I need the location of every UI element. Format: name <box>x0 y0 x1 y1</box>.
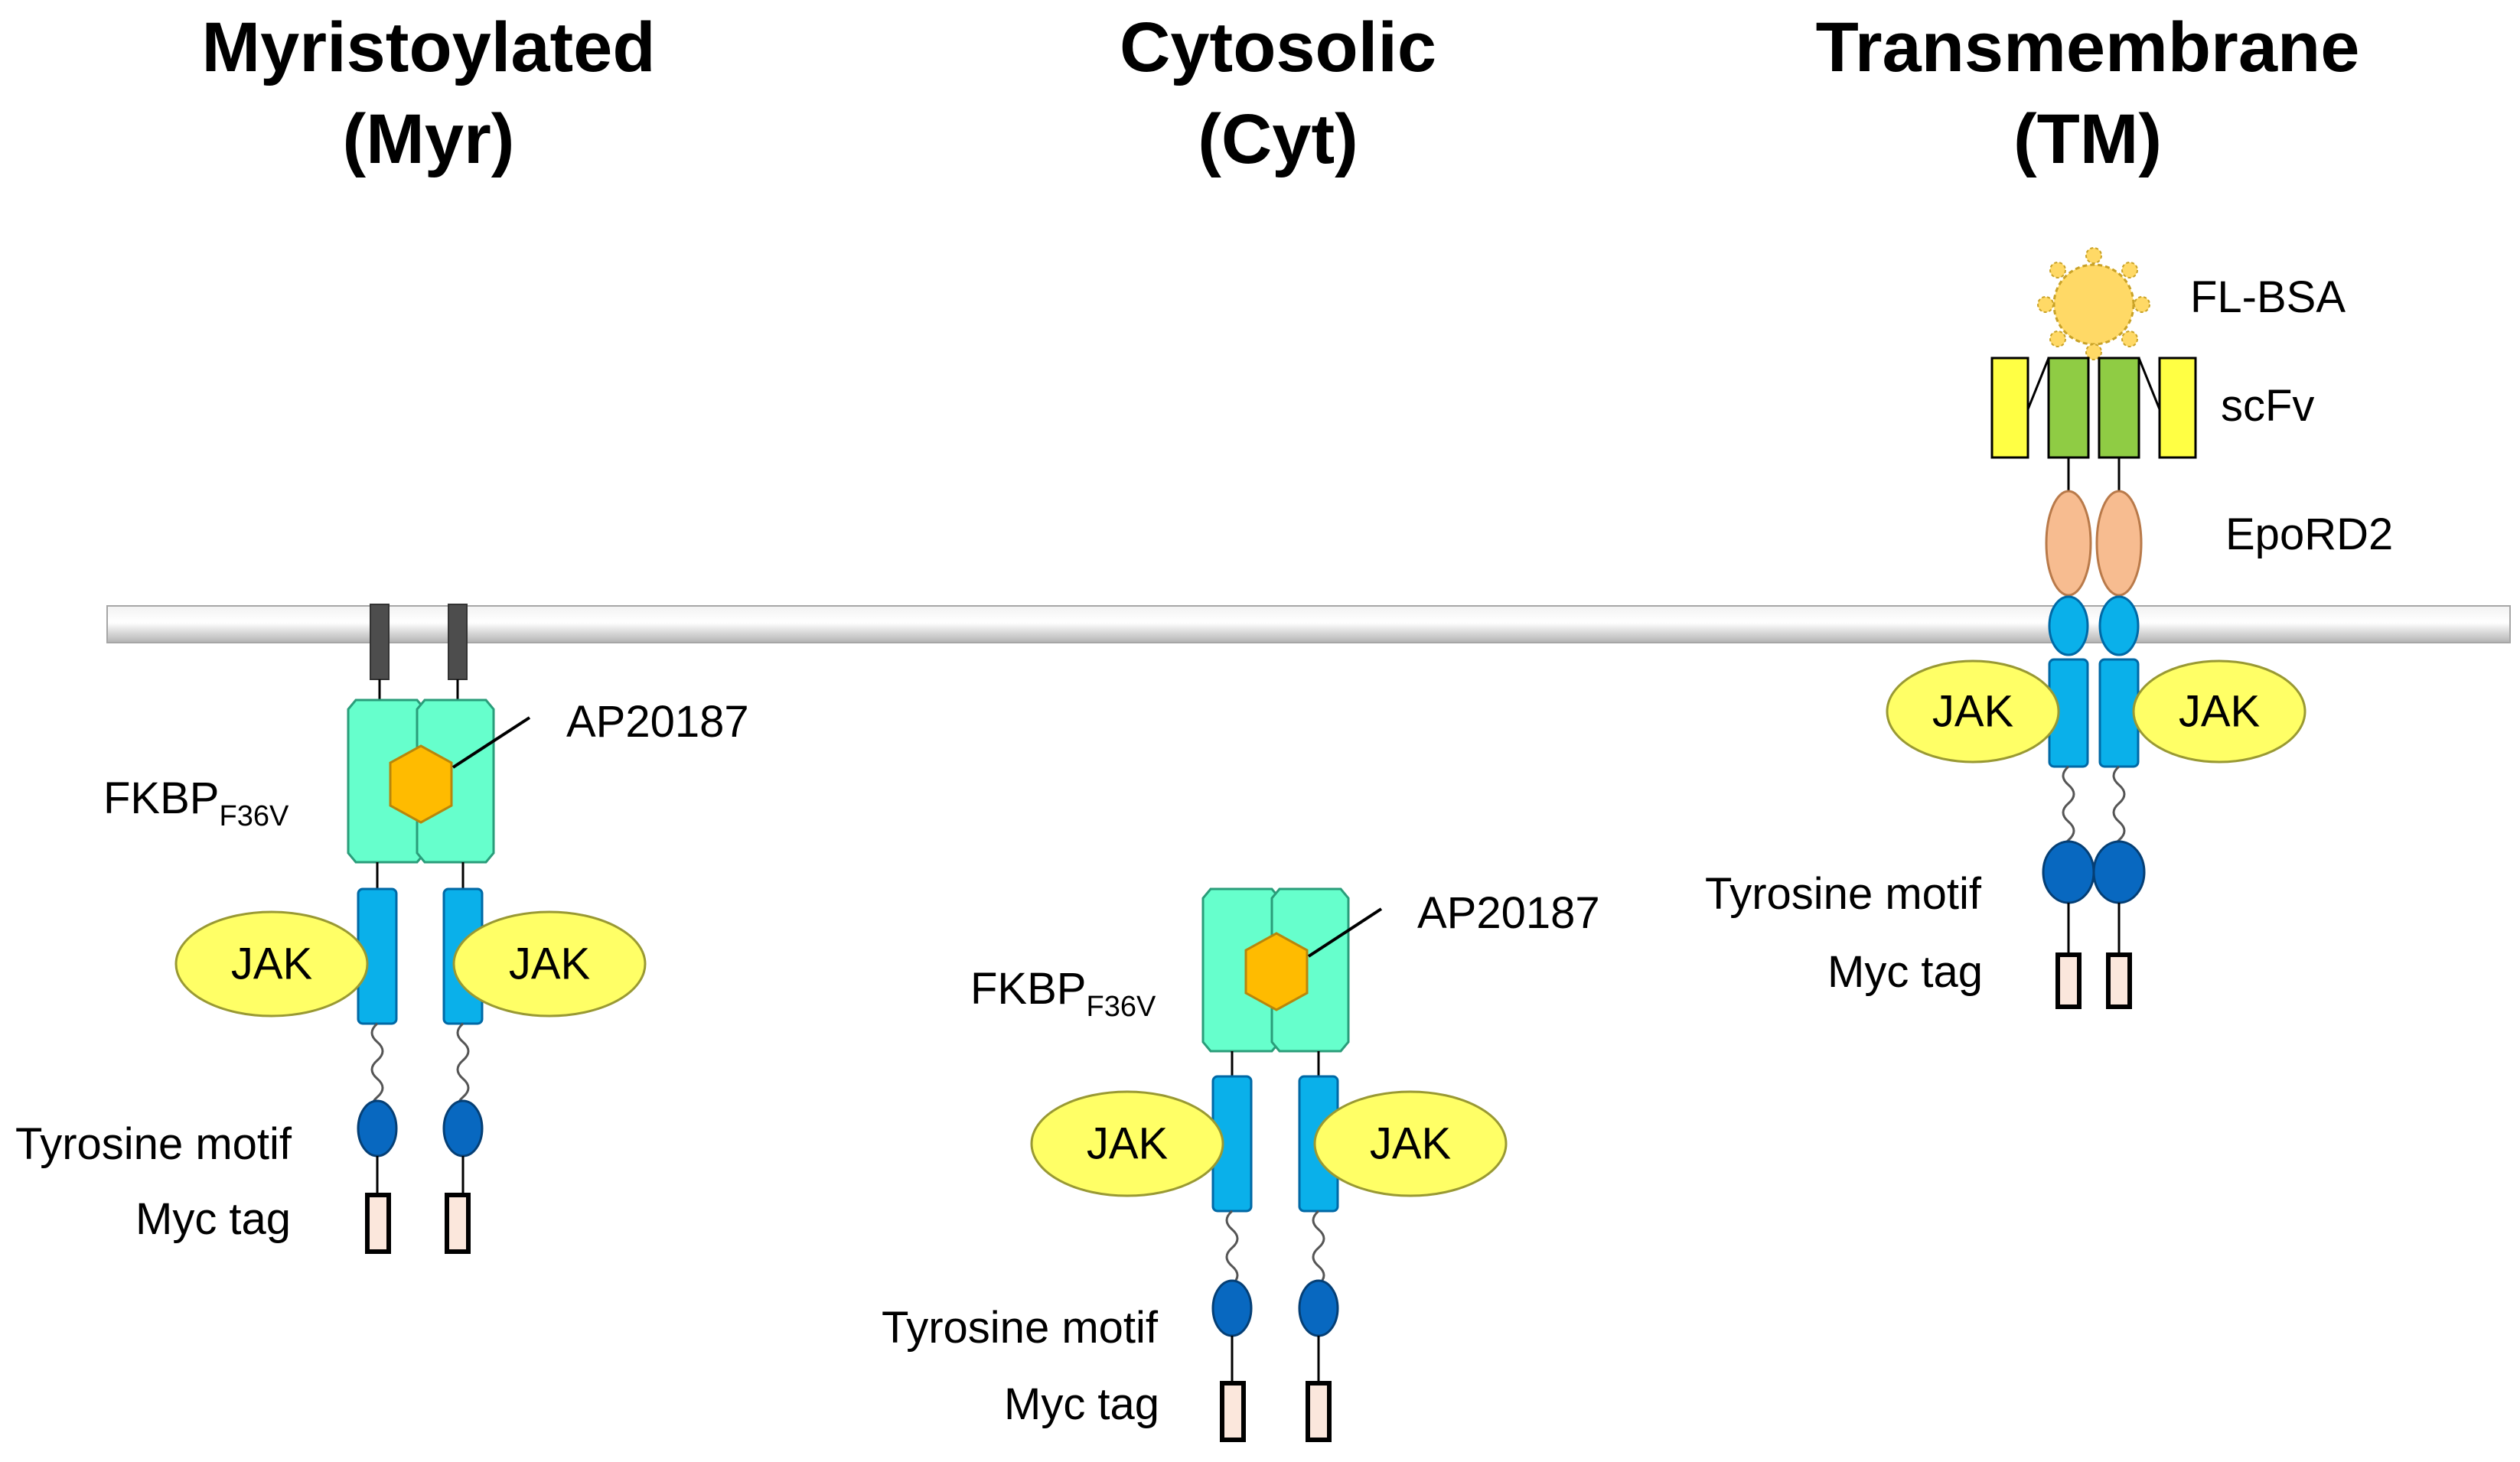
tm-receptor-right <box>2098 658 2140 768</box>
tm-jak-right-label: JAK <box>2179 687 2261 737</box>
myr-anchor-left <box>370 604 390 680</box>
tm-tmd-left <box>2048 595 2089 656</box>
title-cyt: Cytosolic (Cyt) <box>1120 8 1436 178</box>
cyt-fkbp-label: FKBPF36V <box>970 964 1156 1023</box>
cyt-ap20187-drug <box>1244 932 1309 1011</box>
myr-fkbp-main: FKBP <box>103 773 220 823</box>
cyt-tyrosine-left <box>1211 1279 1253 1337</box>
tm-myc-left <box>2055 952 2082 1009</box>
title-tm-line2: (TM) <box>2013 100 2162 178</box>
tm-myc-label: Myc tag <box>1827 947 1983 997</box>
tm-epord2-right <box>2095 490 2143 597</box>
tm-scfv-label: scFv <box>2221 381 2314 431</box>
cyt-fkbp-main: FKBP <box>970 964 1087 1014</box>
myr-myc-left <box>365 1193 391 1254</box>
myr-myc-right <box>445 1193 471 1254</box>
tm-tmd-right <box>2098 595 2140 656</box>
myr-tyrosine-right <box>442 1099 484 1158</box>
cyt-myc-left <box>1220 1381 1246 1442</box>
cyt-jak-right <box>1313 1090 1508 1197</box>
tm-tyrosine-label: Tyrosine motif <box>1705 869 1982 919</box>
tm-fl-bsa <box>2037 247 2150 360</box>
tm-scfv-inner-left <box>2047 357 2090 459</box>
tm-epord2-label: EpoRD2 <box>2225 510 2393 559</box>
cyt-tyrosine-right <box>1298 1279 1339 1337</box>
title-myr: Myristoylated (Myr) <box>201 8 655 178</box>
title-myr-line2: (Myr) <box>343 100 515 178</box>
myr-fkbp-sub: F36V <box>220 800 289 832</box>
tm-myc-right <box>2106 952 2132 1009</box>
tm-scfv-inner-right <box>2098 357 2140 459</box>
myr-fkbp-label: FKBPF36V <box>103 773 289 832</box>
myr-jak-right <box>452 910 647 1018</box>
tm-fl-bsa-label: FL-BSA <box>2190 272 2346 322</box>
tm-jak-right <box>2132 659 2306 764</box>
myr-construct: AP20187 FKBPF36V JAK JAK Tyrosine motif … <box>15 604 749 1254</box>
tm-construct: FL-BSA scFv EpoRD2 JAK JAK Tyrosine moti… <box>1705 247 2393 1009</box>
tm-jak-left <box>1886 659 2060 764</box>
tm-jak-left-label: JAK <box>1932 687 2014 737</box>
tm-tyrosine-left <box>2042 840 2095 904</box>
myr-ap20187-drug <box>389 744 453 824</box>
cyt-myc-right <box>1306 1381 1332 1442</box>
title-cyt-line1: Cytosolic <box>1120 8 1436 86</box>
cyt-jak-right-label: JAK <box>1370 1119 1452 1169</box>
cyt-ap20187-label: AP20187 <box>1417 888 1600 938</box>
myr-jak-right-label: JAK <box>509 939 591 989</box>
title-tm-line1: Transmembrane <box>1816 8 2360 86</box>
title-cyt-line2: (Cyt) <box>1198 100 1358 178</box>
tm-tyrosine-right <box>2092 840 2146 904</box>
title-myr-line1: Myristoylated <box>201 8 655 86</box>
cyt-construct: AP20187 FKBPF36V JAK JAK Tyrosine motif … <box>882 887 1600 1442</box>
cyt-fkbp-left <box>1201 887 1281 1053</box>
myr-anchor-right <box>448 604 468 680</box>
cyt-jak-left <box>1030 1090 1224 1197</box>
myr-ap20187-label: AP20187 <box>566 697 749 747</box>
myr-myc-label: Myc tag <box>135 1194 291 1244</box>
cyt-fkbp-sub: F36V <box>1087 991 1156 1023</box>
cyt-tyrosine-label: Tyrosine motif <box>882 1303 1159 1353</box>
myr-tyrosine-left <box>357 1099 398 1158</box>
myr-fkbp-left <box>347 698 426 864</box>
cyt-jak-left-label: JAK <box>1087 1119 1169 1169</box>
cyt-myc-label: Myc tag <box>1004 1379 1159 1429</box>
title-tm: Transmembrane (TM) <box>1816 8 2360 178</box>
tm-scfv-outer-left <box>1990 357 2029 459</box>
myr-tyrosine-label: Tyrosine motif <box>15 1119 292 1169</box>
myr-jak-left-label: JAK <box>231 939 313 989</box>
tm-scfv-outer-right <box>2158 357 2197 459</box>
myr-jak-left <box>174 910 369 1018</box>
tm-epord2-left <box>2045 490 2092 597</box>
